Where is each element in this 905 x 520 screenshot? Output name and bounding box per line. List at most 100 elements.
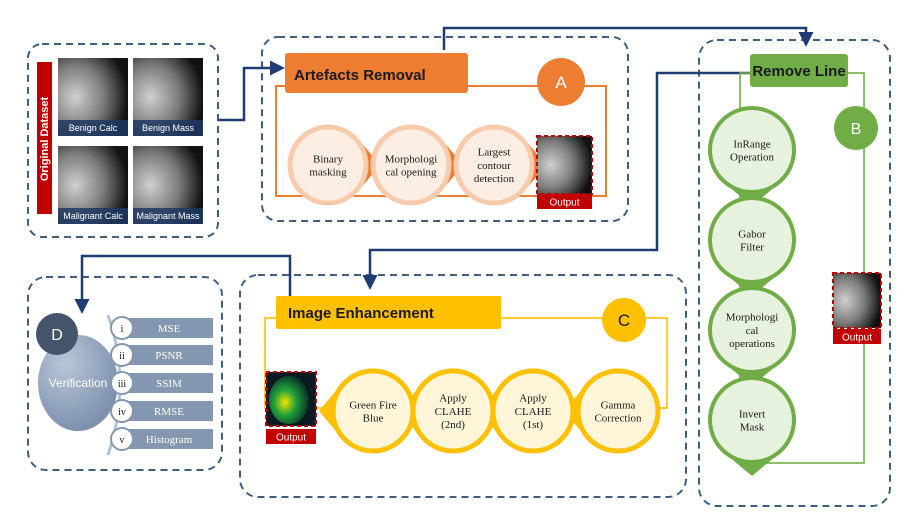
- dataset-thumb-caption: Benign Mass: [142, 123, 195, 133]
- enhancement-output-image: [265, 371, 317, 427]
- artefacts-step-label-line: detection: [474, 173, 515, 185]
- remove-line-step-label-line: Mask: [740, 421, 765, 433]
- artefacts-title-box: [285, 53, 468, 93]
- metric-bar: [122, 373, 213, 393]
- metric-number-circle: [110, 316, 134, 340]
- artefacts-badge-circle: [537, 58, 585, 106]
- metric-number: iii: [118, 379, 127, 390]
- artefacts-step-circle: [370, 124, 452, 206]
- enhancement-step-label-line: CLAHE: [515, 406, 552, 418]
- artefacts-step-circle: [453, 124, 535, 206]
- remove-line-step-circle: [708, 376, 796, 464]
- enhancement-output-label: Output: [276, 433, 306, 444]
- artefacts-step-label-line: cal opening: [385, 166, 437, 178]
- remove-line-badge: B: [851, 121, 862, 138]
- artefacts-output-label: Output: [549, 198, 579, 209]
- metric-label: MSE: [158, 323, 181, 335]
- arrow-dataset-to-artefacts: [218, 60, 285, 122]
- metric-number-circle: [110, 399, 134, 423]
- dataset-thumb-caption-bar: [58, 208, 128, 224]
- artefacts-step-label-line: Largest: [478, 147, 511, 159]
- remove-line-output-image: [832, 272, 882, 329]
- metric-label: SSIM: [156, 378, 182, 390]
- enhancement-panel: [239, 274, 687, 498]
- remove-line-step-label-line: Morphologi: [726, 312, 779, 324]
- dataset-thumb-caption-bar: [58, 120, 128, 136]
- enhancement-step-label-line: Apply: [439, 393, 467, 405]
- metric-number-circle: [110, 427, 134, 451]
- enhancement-step-label-line: (1st): [523, 419, 544, 431]
- arrow-artefacts-to-remove-line: [442, 26, 814, 50]
- metric-bar: [122, 345, 213, 365]
- verification-ellipse: [38, 335, 118, 431]
- enhancement-step-circle: [330, 368, 416, 454]
- enhancement-step-label-line: Blue: [363, 412, 384, 424]
- artefacts-step-label-line: masking: [309, 166, 347, 178]
- enhancement-title-box: [276, 296, 501, 329]
- metric-number-circle: [110, 371, 134, 395]
- dataset-side-bar: [37, 62, 52, 214]
- metric-number-circle: [110, 343, 134, 367]
- artefacts-output-tag: [537, 194, 592, 209]
- dataset-panel: [27, 43, 219, 238]
- dataset-thumb-caption: Benign Calc: [69, 123, 118, 133]
- metric-number: i: [121, 324, 124, 335]
- remove-line-output-label: Output: [842, 333, 872, 344]
- remove-line-title-box: [750, 54, 848, 87]
- enhancement-step-label-line: (2nd): [441, 419, 465, 431]
- dataset-thumb-caption: Malignant Calc: [63, 211, 123, 221]
- artefacts-output-image: [536, 135, 593, 195]
- dataset-thumb-caption-bar: [133, 208, 203, 224]
- enhancement-step-circle: [575, 368, 661, 454]
- enhancement-step-label-line: CLAHE: [435, 406, 472, 418]
- remove-line-step-label-line: Operation: [730, 151, 774, 163]
- remove-line-step-label-line: cal: [746, 325, 759, 337]
- metric-number: ii: [119, 351, 125, 362]
- enhancement-output-tag: [266, 429, 316, 444]
- enhancement-step-label-line: Gamma: [601, 399, 636, 411]
- artefacts-panel: [261, 36, 629, 222]
- dataset-thumb-caption-bar: [133, 120, 203, 136]
- metric-label: PSNR: [155, 350, 183, 362]
- remove-line-step-circle: [708, 196, 796, 284]
- remove-line-step-circle: [708, 106, 796, 194]
- dataset-thumb-caption: Malignant Mass: [136, 211, 200, 221]
- arrow-remove-line-to-enhancement: [362, 71, 750, 290]
- remove-line-output-tag: [833, 329, 881, 344]
- arrow-enhancement-to-verification: [74, 254, 292, 314]
- artefacts-step-label-line: contour: [477, 160, 511, 172]
- metric-label: Histogram: [146, 434, 193, 446]
- enhancement-step-label-line: Green Fire: [349, 399, 396, 411]
- artefacts-step-label-line: Morphologi: [385, 153, 438, 165]
- verification-badge-circle: [36, 313, 78, 355]
- remove-line-step-circle: [708, 286, 796, 374]
- enhancement-title: Image Enhancement: [288, 305, 434, 322]
- remove-line-step-label-line: operations: [729, 338, 775, 350]
- artefacts-step-label-line: Binary: [313, 153, 343, 165]
- metric-number: v: [120, 435, 125, 446]
- verification-title: Verification: [49, 376, 108, 390]
- remove-line-step-label-line: Invert: [739, 408, 765, 420]
- remove-line-title: Remove Line: [752, 63, 845, 80]
- metric-label: RMSE: [154, 406, 184, 418]
- verification-badge: D: [51, 327, 63, 344]
- artefacts-step-circle: [287, 124, 369, 206]
- artefacts-badge: A: [555, 73, 567, 92]
- metric-bar: [122, 318, 213, 338]
- remove-line-panel: [698, 39, 891, 507]
